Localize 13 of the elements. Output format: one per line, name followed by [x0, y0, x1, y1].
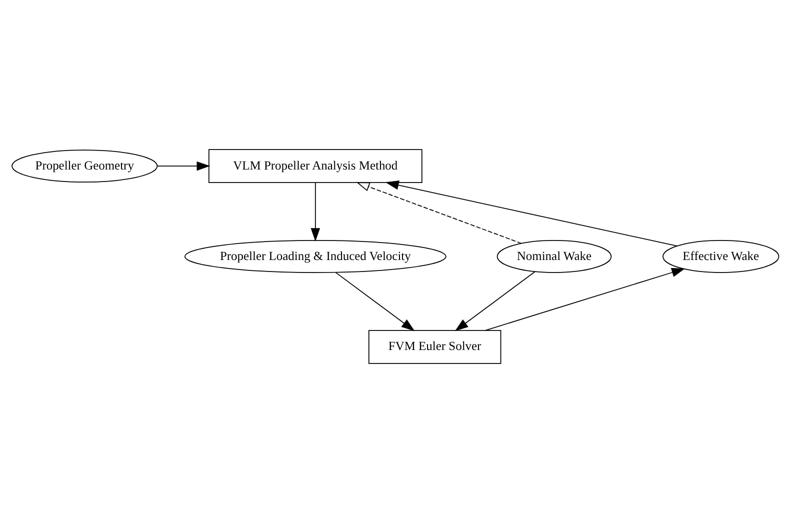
arrow — [454, 270, 536, 331]
arrow — [310, 182, 320, 242]
arrow — [484, 267, 686, 330]
arrow — [156, 160, 210, 170]
node-ellipse: Propeller Geometry — [12, 149, 158, 182]
node-box: VLM Propeller Analysis Method — [208, 148, 422, 182]
node-ellipse: Nominal Wake — [496, 240, 612, 272]
node-ellipse: Effective Wake — [662, 240, 780, 272]
arrow — [356, 182, 522, 244]
node-box: FVM Euler Solver — [368, 330, 502, 364]
node-ellipse: Propeller Loading & Induced Velocity — [184, 240, 446, 272]
arrow — [335, 272, 415, 331]
arrow — [385, 180, 678, 246]
